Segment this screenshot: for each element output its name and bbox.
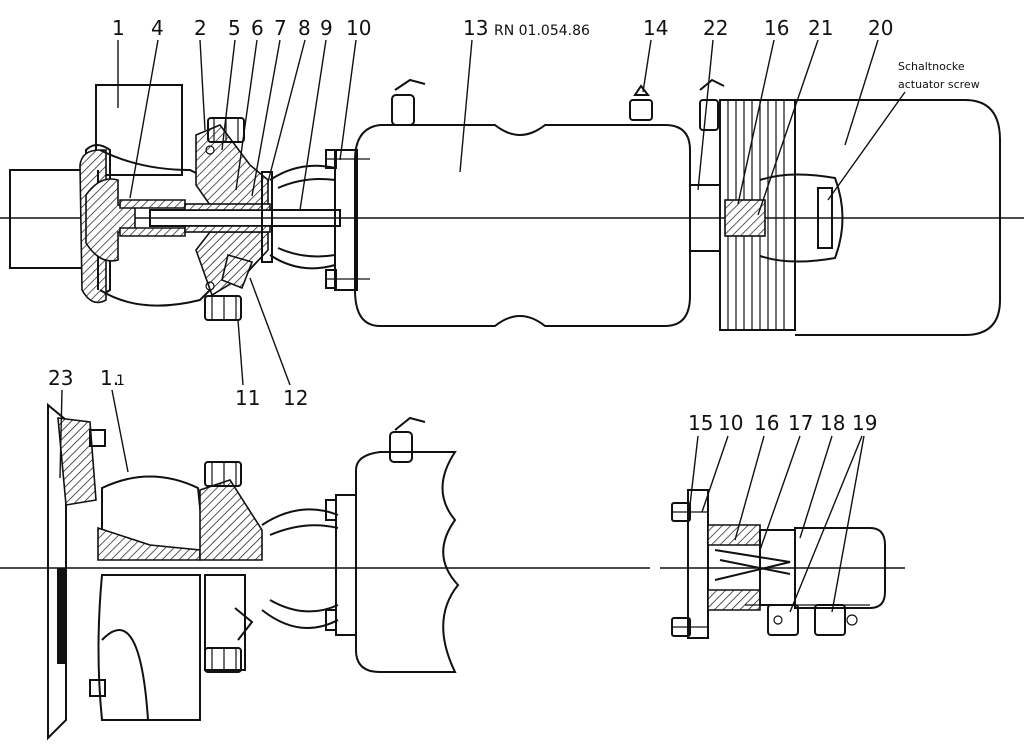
callout-9: 9 xyxy=(320,16,333,40)
callout-16: 16 xyxy=(764,16,789,40)
callout-11: 11 xyxy=(235,386,260,410)
detail-switch-housing xyxy=(745,527,886,636)
callout-7: 7 xyxy=(274,16,287,40)
mounting-flange xyxy=(47,402,106,741)
yoke-bracket xyxy=(261,164,336,270)
bottom-right-detail-view: 15 10 16 17 18 19 xyxy=(660,411,905,639)
spindle xyxy=(149,203,341,233)
bottom-left-variant-view: 23 1. 1 xyxy=(0,366,650,741)
detail-callout-16: 16 xyxy=(754,411,779,435)
callout-1: 1 xyxy=(112,16,125,40)
valve-disc xyxy=(85,178,186,262)
limit-switch-housing xyxy=(689,78,1001,336)
pneumatic-actuator xyxy=(354,78,691,327)
callout-12: 12 xyxy=(283,386,308,410)
callout-2: 2 xyxy=(194,16,207,40)
note-actuator-screw: actuator screw xyxy=(898,78,980,91)
callout-10: 10 xyxy=(346,16,371,40)
top-callouts: 1 4 2 5 6 7 8 9 10 13 RN 01.054.86 14 22 xyxy=(112,16,980,410)
actuator-flange xyxy=(325,149,370,291)
callout-1-1-sub: 1 xyxy=(116,373,125,389)
callout-20: 20 xyxy=(868,16,893,40)
valve-body-variant xyxy=(97,475,207,721)
top-assembly-view: 1 4 2 5 6 7 8 9 10 13 RN 01.054.86 14 22 xyxy=(0,16,1024,410)
bonnet-variant xyxy=(199,461,263,673)
note-schaltnocke: Schaltnocke xyxy=(898,60,965,73)
detail-callout-19: 19 xyxy=(852,411,877,435)
bottom-left-callouts: 23 1. 1 xyxy=(48,366,129,479)
inlet-pipe xyxy=(9,169,91,269)
detail-callout-10: 10 xyxy=(718,411,743,435)
callout-8: 8 xyxy=(298,16,311,40)
callout-13: 13 xyxy=(463,16,488,40)
bonnet-flange xyxy=(195,117,269,321)
callout-1-1: 1. xyxy=(100,366,119,390)
callout-23: 23 xyxy=(48,366,73,390)
callout-14: 14 xyxy=(643,16,668,40)
detail-callout-15: 15 xyxy=(688,411,713,435)
callout-5: 5 xyxy=(228,16,241,40)
detail-flange xyxy=(671,489,709,639)
callout-6: 6 xyxy=(251,16,264,40)
detail-callouts: 15 10 16 17 18 19 xyxy=(688,411,877,613)
drawing-reference: RN 01.054.86 xyxy=(494,23,590,39)
callout-4: 4 xyxy=(151,16,164,40)
actuator-partial xyxy=(355,416,460,673)
callout-21: 21 xyxy=(808,16,833,40)
callout-22: 22 xyxy=(703,16,728,40)
detail-callout-17: 17 xyxy=(788,411,813,435)
yoke-variant xyxy=(261,494,357,636)
detail-callout-18: 18 xyxy=(820,411,845,435)
